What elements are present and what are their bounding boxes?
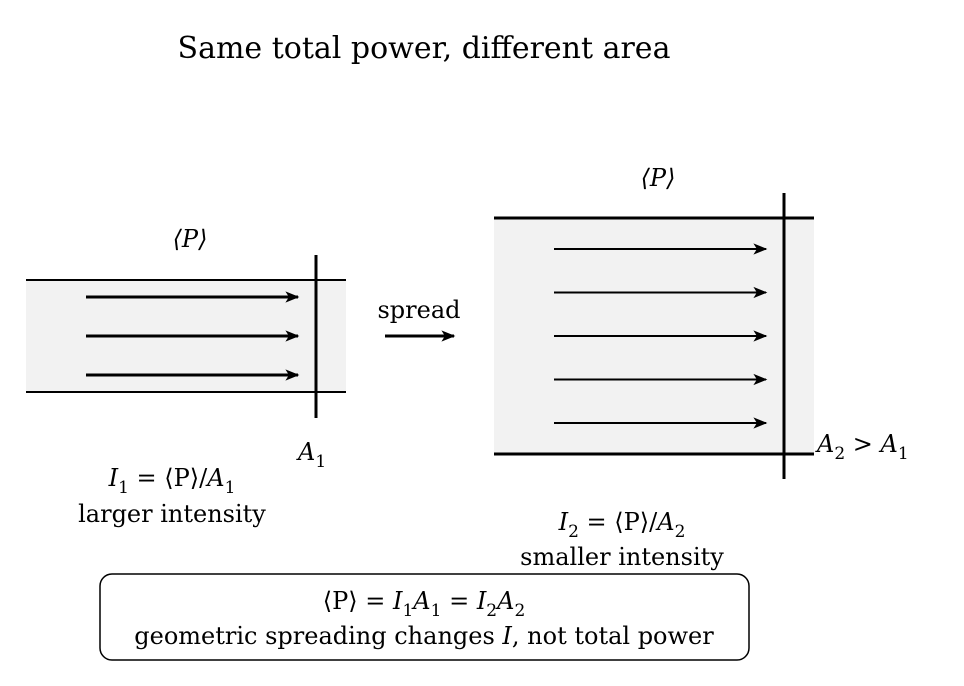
right-formula-I: I bbox=[558, 508, 569, 536]
summary-I2-sub: 2 bbox=[486, 601, 497, 621]
left-area-symbol: A bbox=[296, 438, 315, 466]
diagram-title: Same total power, different area bbox=[178, 31, 671, 66]
right-formula-eq: = ⟨P⟩/ bbox=[579, 508, 658, 536]
left-beam bbox=[26, 255, 346, 418]
summary-note-I: I bbox=[501, 622, 512, 650]
right-area-A2-sub: 2 bbox=[834, 444, 845, 464]
left-power-label: ⟨P⟩ bbox=[173, 225, 208, 253]
right-intensity-description: smaller intensity bbox=[520, 543, 724, 571]
left-intensity-description: larger intensity bbox=[78, 500, 266, 528]
right-area-A1: A bbox=[879, 430, 898, 458]
summary-A1-sub: 1 bbox=[431, 601, 442, 621]
left-area-label: A1 bbox=[296, 438, 326, 472]
right-formula-A: A bbox=[655, 508, 674, 536]
right-formula-A-sub: 2 bbox=[675, 522, 686, 542]
left-intensity-formula: I1 = ⟨P⟩/A1 bbox=[108, 464, 236, 498]
left-formula-A: A bbox=[205, 464, 224, 492]
right-area-label: A2 > A1 bbox=[815, 430, 909, 464]
summary-I1-sub: 1 bbox=[402, 601, 413, 621]
left-formula-A-sub: 1 bbox=[225, 478, 236, 498]
summary-note-post: , not total power bbox=[512, 622, 714, 650]
summary-I2: I bbox=[476, 587, 487, 615]
summary-note-pre: geometric spreading changes bbox=[134, 622, 502, 650]
summary-A1: A bbox=[411, 587, 430, 615]
right-area-A2: A bbox=[815, 430, 834, 458]
right-beam bbox=[494, 193, 814, 479]
right-power-label: ⟨P⟩ bbox=[641, 164, 676, 192]
left-area-subscript: 1 bbox=[315, 452, 326, 472]
left-formula-I: I bbox=[108, 464, 119, 492]
summary-eq-mid: = bbox=[441, 587, 476, 615]
right-formula-I-sub: 2 bbox=[568, 522, 579, 542]
right-area-A1-sub: 1 bbox=[898, 444, 909, 464]
summary-note: geometric spreading changes I, not total… bbox=[134, 622, 714, 650]
summary-A2: A bbox=[495, 587, 514, 615]
right-area-gt: > bbox=[845, 430, 880, 458]
left-ray-arrows bbox=[86, 291, 300, 381]
summary-box bbox=[99, 573, 750, 661]
spread-label: spread bbox=[377, 296, 460, 324]
right-ray-arrows bbox=[554, 243, 768, 429]
summary-eq-lhs: ⟨P⟩ = bbox=[323, 587, 393, 615]
summary-equation: ⟨P⟩ = I1A1 = I2A2 bbox=[323, 587, 526, 621]
left-formula-I-sub: 1 bbox=[118, 478, 129, 498]
summary-A2-sub: 2 bbox=[514, 601, 525, 621]
right-intensity-formula: I2 = ⟨P⟩/A2 bbox=[558, 508, 686, 542]
summary-I1: I bbox=[392, 587, 403, 615]
left-formula-eq: = ⟨P⟩/ bbox=[129, 464, 208, 492]
